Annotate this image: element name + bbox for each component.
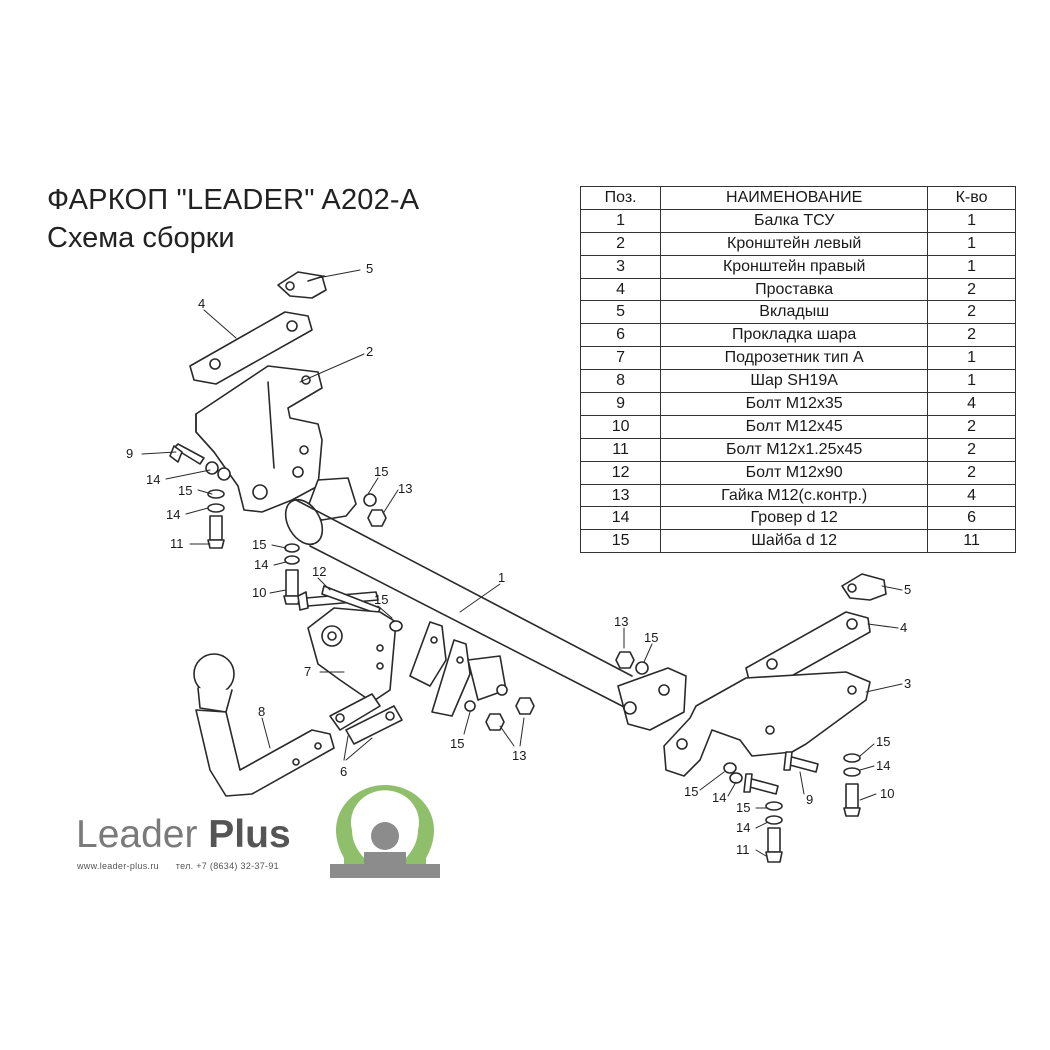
callout-3: 3 (904, 676, 911, 691)
callout-10: 10 (880, 786, 894, 801)
tow-ball-part-8 (193, 653, 335, 797)
washers-left-stack (207, 489, 225, 513)
parts-table-header: Поз. НАИМЕНОВАНИЕ К-во (579, 186, 1016, 210)
callout-13: 13 (398, 481, 412, 496)
callout-12: 12 (312, 564, 326, 579)
cell-name: Кронштейн правый (660, 254, 929, 279)
callout-15: 15 (450, 736, 464, 751)
callout-10: 10 (252, 585, 266, 600)
bracket-part-2-left (195, 365, 323, 513)
ball-gaskets-part-6 (329, 693, 403, 745)
cell-name: Болт М12х35 (660, 392, 929, 416)
mid-nuts (363, 493, 649, 731)
callout-labels: 5 4 2 9 14 15 14 11 15 13 15 14 10 12 15… (126, 261, 911, 857)
callout-13: 13 (512, 748, 526, 763)
cell-name: Кронштейн левый (660, 231, 929, 256)
callout-15: 15 (252, 537, 266, 552)
page-title: ФАРКОП "LEADER" A202-A (47, 184, 420, 216)
header-qty: К-во (927, 186, 1016, 210)
brand-name: Leader (76, 813, 198, 856)
contacts-line: www.leader-plus.ru тел. +7 (8634) 32-37-… (77, 861, 279, 871)
bolt-part-9-left (169, 443, 231, 481)
bolt-part-10-right (843, 753, 861, 817)
cell-name: Подрозетник тип А (660, 346, 929, 371)
insert-part-5-left (277, 271, 327, 299)
callout-15: 15 (644, 630, 658, 645)
cell-pos: 4 (579, 277, 662, 302)
callout-14: 14 (146, 472, 160, 487)
bolt-part-11-right (765, 801, 783, 863)
callout-4: 4 (900, 620, 907, 635)
cell-qty: 2 (927, 277, 1016, 302)
cell-name: Болт М12х45 (660, 414, 929, 439)
callout-14: 14 (712, 790, 726, 805)
page-subtitle: Схема сборки (47, 222, 235, 254)
header-name: НАИМЕНОВАНИЕ (660, 186, 929, 210)
phone-number: тел. +7 (8634) 32-37-91 (175, 861, 279, 871)
callout-5: 5 (366, 261, 373, 276)
callout-5: 5 (904, 582, 911, 597)
cell-qty: 2 (927, 323, 1016, 348)
bolt-part-9-right-b (723, 762, 779, 795)
cell-qty: 11 (927, 529, 1016, 554)
spacer-part-4-left (189, 311, 313, 385)
callout-4: 4 (198, 296, 205, 311)
callout-6: 6 (340, 764, 347, 779)
callout-14: 14 (736, 820, 750, 835)
beam-part-1 (284, 477, 687, 731)
callout-8: 8 (258, 704, 265, 719)
callout-14: 14 (166, 507, 180, 522)
cell-name: Гровер d 12 (660, 506, 929, 531)
callout-9: 9 (126, 446, 133, 461)
mid-plates (409, 621, 507, 717)
insert-part-5-right (841, 573, 887, 601)
callout-15: 15 (736, 800, 750, 815)
callout-11: 11 (170, 536, 184, 551)
callout-15: 15 (684, 784, 698, 799)
leader-plus-logo-icon (330, 785, 440, 878)
cell-pos: 15 (579, 529, 662, 554)
callout-9: 9 (806, 792, 813, 807)
callout-14: 14 (254, 557, 268, 572)
callout-13: 13 (614, 614, 628, 629)
leader-lines (141, 269, 903, 857)
socket-bracket-part-7 (307, 607, 403, 703)
callout-15: 15 (876, 734, 890, 749)
callout-15: 15 (374, 464, 388, 479)
brand-logo-text: Leader Plus (76, 813, 291, 857)
callout-11: 11 (736, 842, 750, 857)
bolt-part-9-right-a (783, 751, 819, 773)
callout-7: 7 (304, 664, 311, 679)
brand-name-bold: Plus (208, 813, 291, 856)
bracket-part-3-right (663, 671, 871, 777)
cell-name: Шайба d 12 (660, 529, 929, 554)
website-link[interactable]: www.leader-plus.ru (77, 861, 159, 871)
callout-2: 2 (366, 344, 373, 359)
callout-15: 15 (178, 483, 192, 498)
bolt-part-11-left (207, 515, 225, 549)
callout-15: 15 (374, 592, 388, 607)
bolt-part-10-left (283, 543, 301, 605)
callout-1: 1 (498, 570, 505, 585)
callout-14: 14 (876, 758, 890, 773)
header-pos: Поз. (579, 186, 662, 210)
